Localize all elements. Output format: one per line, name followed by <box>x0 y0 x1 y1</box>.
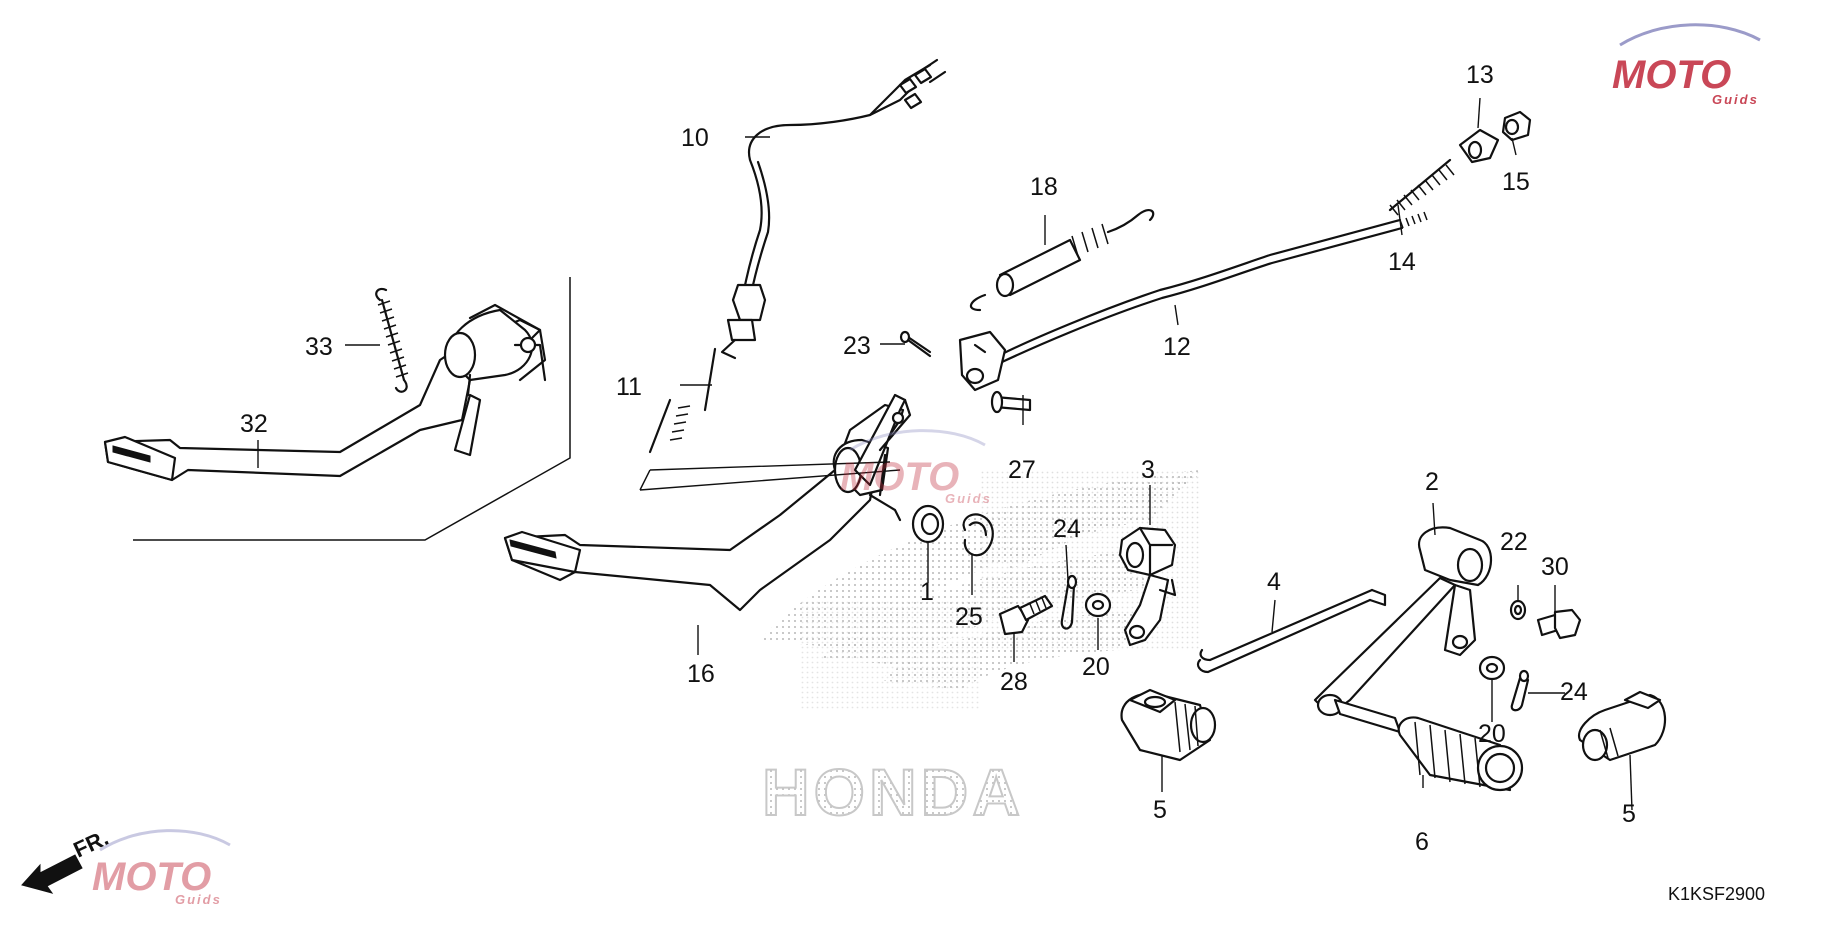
callout-1: 1 <box>920 578 934 606</box>
callout-25: 25 <box>955 603 983 631</box>
svg-text:Guids: Guids <box>1712 92 1759 107</box>
part-33-spring <box>375 287 409 393</box>
part-18-spring <box>969 208 1155 312</box>
part-20a-washer <box>1084 592 1112 618</box>
callout-4: 4 <box>1267 568 1281 596</box>
part-15-nut <box>1501 110 1532 142</box>
diagram-code: K1KSF2900 <box>1668 884 1765 904</box>
watermark-top-right: MOTO Guids <box>1612 23 1761 107</box>
callout-27: 27 <box>1008 456 1036 484</box>
part-11-switch-spring <box>648 347 717 454</box>
callout-20b: 20 <box>1478 720 1506 748</box>
part-6-shift-rubber <box>1397 716 1524 792</box>
part-3-joint <box>1118 526 1177 647</box>
callout-18: 18 <box>1030 173 1058 201</box>
part-1-washer <box>911 504 945 544</box>
watermark-center: MOTO Guids <box>840 429 992 506</box>
callouts: 10 11 18 23 12 13 15 14 27 33 32 3 2 24 … <box>240 61 1636 856</box>
callout-6: 6 <box>1415 828 1429 856</box>
callout-33: 33 <box>305 333 333 361</box>
callout-32: 32 <box>240 410 268 438</box>
part-13-joint <box>1458 128 1500 164</box>
part-14-spring <box>1388 158 1455 216</box>
part-22-washer <box>1509 599 1527 621</box>
callout-13: 13 <box>1466 61 1494 89</box>
callout-12: 12 <box>1163 333 1191 361</box>
part-25-clip <box>962 513 994 557</box>
callout-23: 23 <box>843 332 871 360</box>
part-5b-pedal-rubber <box>1577 690 1667 762</box>
part-10-switch-cable <box>720 58 947 360</box>
part-28-bolt <box>998 594 1054 636</box>
part-24b-cotter-pin <box>1510 669 1530 712</box>
callout-5b: 5 <box>1622 800 1636 828</box>
callout-20a: 20 <box>1082 653 1110 681</box>
watermark-bottom-left: MOTO Guids <box>92 829 231 907</box>
part-5a-pedal-rubber <box>1120 688 1217 762</box>
part-30-bolt <box>1536 608 1582 640</box>
callout-24b: 24 <box>1560 678 1588 706</box>
svg-text:MOTO: MOTO <box>840 455 959 499</box>
callout-28: 28 <box>1000 668 1028 696</box>
callout-15: 15 <box>1502 168 1530 196</box>
callout-5a: 5 <box>1153 796 1167 824</box>
svg-text:MOTO: MOTO <box>1612 53 1731 97</box>
callout-24a: 24 <box>1053 515 1081 543</box>
part-32-brake-pedal <box>103 303 547 482</box>
svg-text:MOTO: MOTO <box>92 855 211 899</box>
part-23-pin <box>899 330 932 358</box>
part-12-brake-rod <box>958 211 1428 392</box>
leader-lines <box>257 97 1633 811</box>
part-2-gearshift-arm <box>1313 526 1493 734</box>
part-20b-washer <box>1478 655 1506 681</box>
callout-3: 3 <box>1141 456 1155 484</box>
callout-22: 22 <box>1500 528 1528 556</box>
svg-text:Guids: Guids <box>175 892 222 907</box>
inset-frame <box>133 277 571 541</box>
part-24a-cotter-pin <box>1060 574 1078 630</box>
svg-text:Guids: Guids <box>945 491 992 506</box>
part-4-rod <box>1196 588 1387 674</box>
callout-11: 11 <box>616 373 642 401</box>
callout-30: 30 <box>1541 553 1569 581</box>
callout-14: 14 <box>1388 248 1416 276</box>
callout-10: 10 <box>681 124 709 152</box>
callout-16: 16 <box>687 660 715 688</box>
part-27-clevis-pin <box>990 390 1032 414</box>
honda-wing-background: HONDA <box>760 470 1200 830</box>
callout-2: 2 <box>1425 468 1439 496</box>
honda-logo-text: HONDA <box>762 755 1024 829</box>
